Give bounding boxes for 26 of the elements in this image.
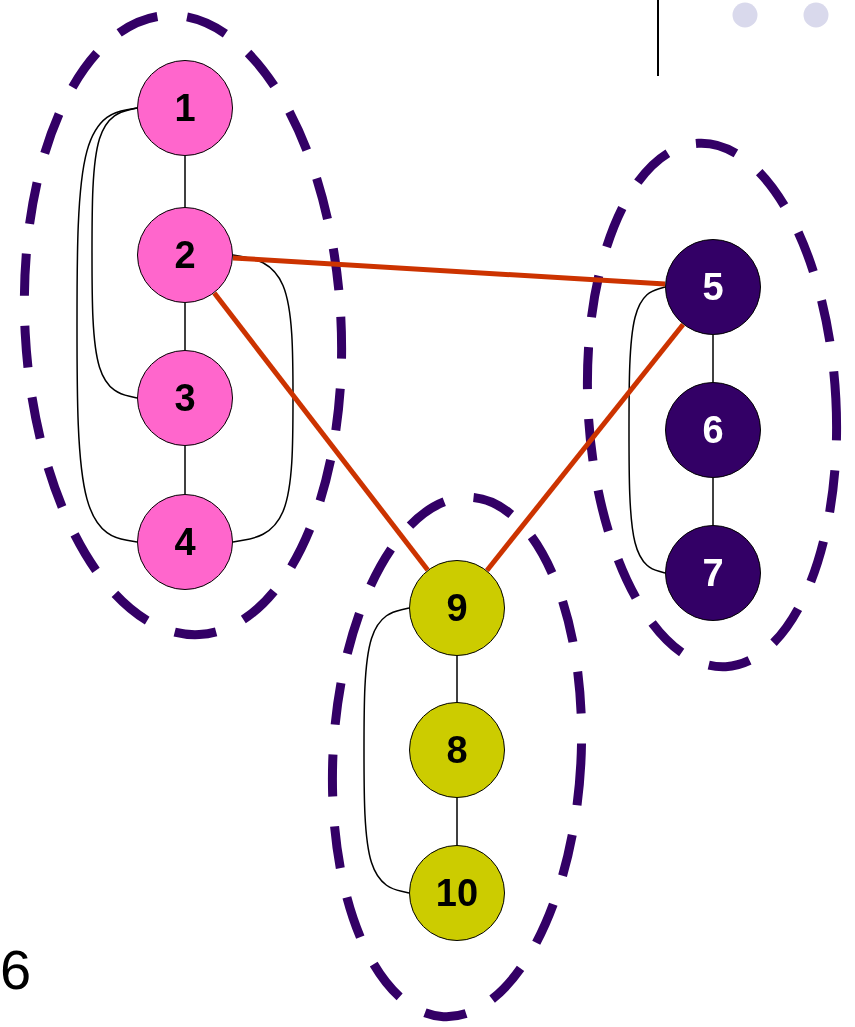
connector-line	[76, 107, 138, 543]
connector-line	[712, 334, 714, 383]
numbered-circle: 9	[409, 560, 505, 656]
numbered-circle: 3	[137, 350, 233, 446]
thick-connector-line	[212, 291, 430, 572]
connector-line	[712, 477, 714, 526]
numbered-circle: 1	[137, 60, 233, 156]
connector-line	[184, 445, 186, 495]
numbered-circle: 4	[137, 494, 233, 590]
connector-line	[184, 302, 186, 351]
connector-line	[232, 254, 294, 543]
numbered-circle: 7	[665, 525, 761, 621]
connector-line	[363, 607, 410, 894]
connector-line	[91, 107, 138, 399]
numbered-circle: 10	[409, 845, 505, 941]
connector-line	[456, 655, 458, 703]
connector-line	[456, 797, 458, 846]
numbered-circle: 5	[665, 239, 761, 335]
thick-connector-line	[484, 322, 686, 573]
numbered-circle: 6	[665, 382, 761, 478]
numbered-circle: 2	[137, 207, 233, 303]
thick-connector-line	[232, 255, 666, 287]
page-number: 6	[0, 942, 32, 998]
connector-line	[628, 286, 666, 574]
numbered-circle: 8	[409, 702, 505, 798]
connector-line	[184, 155, 186, 208]
